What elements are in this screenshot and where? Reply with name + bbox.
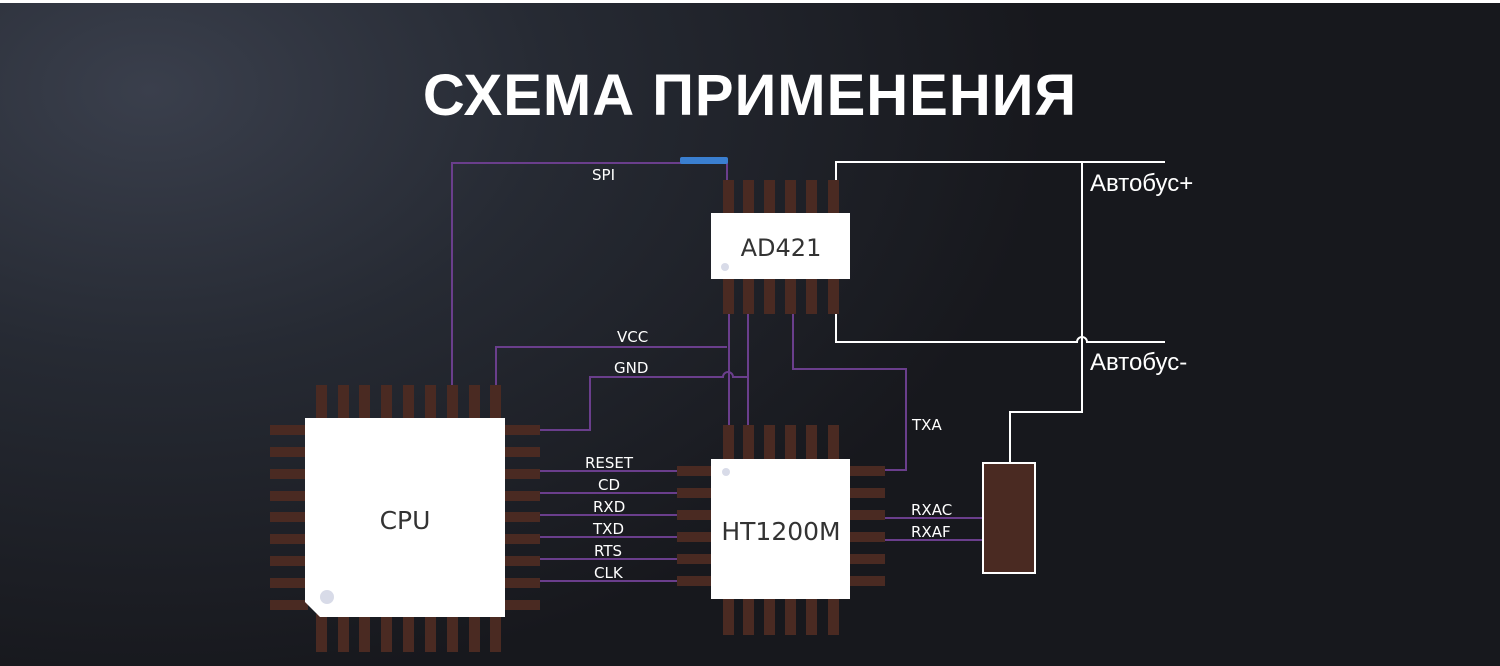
cpu-label: CPU xyxy=(380,506,431,535)
reset-label: RESET xyxy=(585,454,634,472)
rxaf-label: RXAF xyxy=(911,523,951,541)
spi-wire xyxy=(451,162,728,390)
vcc-wire xyxy=(495,346,727,390)
ht1200m-label: HT1200M xyxy=(721,517,840,546)
gnd-label: GND xyxy=(614,359,648,377)
gnd-wire xyxy=(538,371,748,431)
bus-tap-line xyxy=(1009,162,1083,463)
spi-label: SPI xyxy=(592,166,615,184)
ad421-label: AD421 xyxy=(741,234,822,262)
spi-highlight xyxy=(680,157,728,164)
page-title: СХЕМА ПРИМЕНЕНИЯ xyxy=(422,63,1078,128)
clk-label: CLK xyxy=(594,564,624,582)
bus-plus-line xyxy=(835,161,1165,183)
signal-labels: SPI VCC GND RESET CD RXD TXD RTS CLK TXA… xyxy=(585,166,952,582)
bus-minus-label: Автобус- xyxy=(1090,349,1187,376)
txd-label: TXD xyxy=(592,520,624,538)
bus-plus-label: Автобус+ xyxy=(1090,170,1193,197)
signal-wires xyxy=(451,162,983,582)
vcc-label: VCC xyxy=(617,328,648,346)
bus-minus-line xyxy=(835,312,1165,343)
filter-block xyxy=(982,462,1036,574)
ad421-chip: AD421 xyxy=(711,213,850,279)
rxac-label: RXAC xyxy=(911,501,952,519)
top-border xyxy=(0,0,1500,3)
ad421-pins xyxy=(723,180,839,314)
cpu-pins xyxy=(270,385,540,652)
cd-label: CD xyxy=(598,476,620,494)
cpu-chip: CPU xyxy=(305,418,505,617)
rxd-label: RXD xyxy=(593,498,625,516)
txa-wire xyxy=(792,312,907,471)
bus-lines xyxy=(835,161,1165,463)
rts-label: RTS xyxy=(594,542,622,560)
ht1200m-chip: HT1200M xyxy=(711,459,850,599)
txa-label: TXA xyxy=(911,416,942,434)
ht1200m-pins xyxy=(677,425,885,635)
